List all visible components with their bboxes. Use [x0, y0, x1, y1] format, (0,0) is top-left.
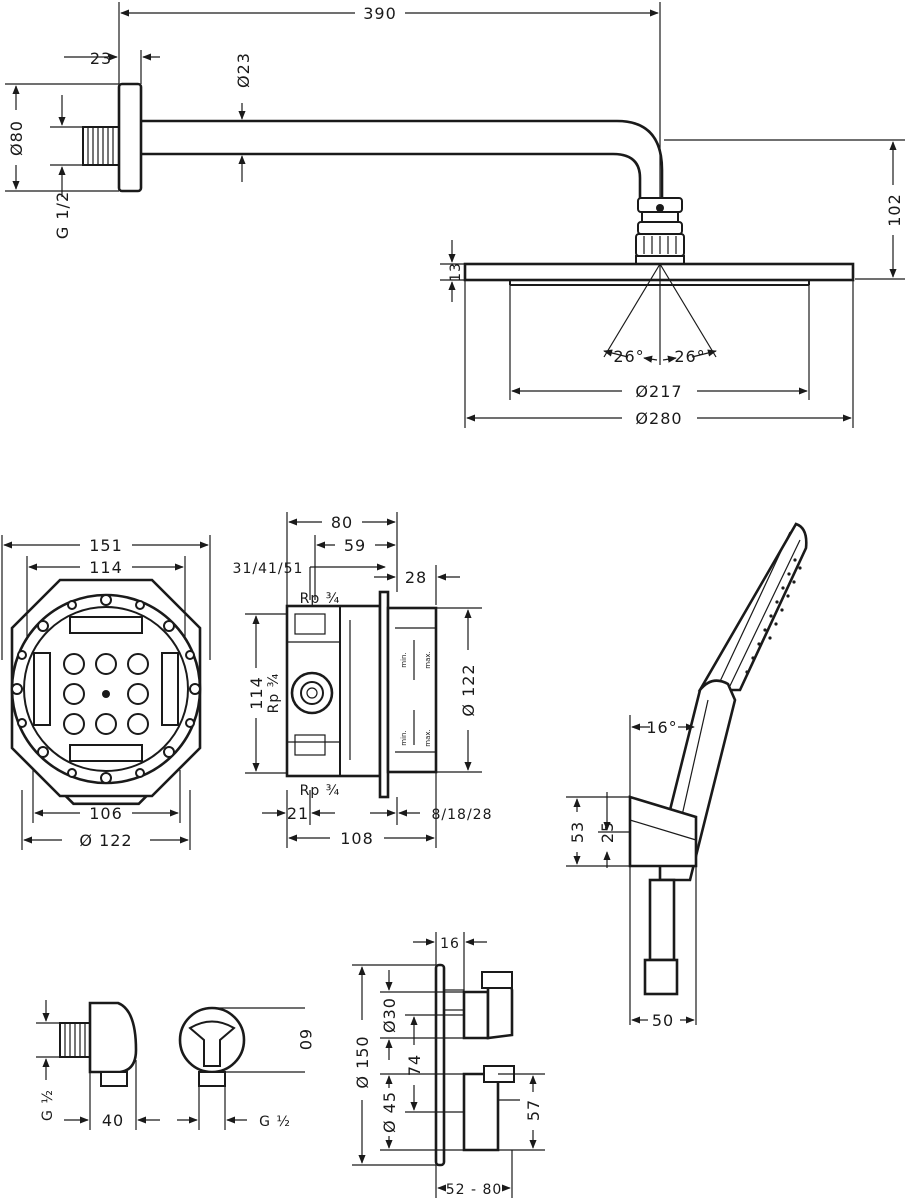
- label-min-top: min.: [400, 652, 408, 667]
- label-min-bottom: min.: [400, 730, 408, 745]
- overhead-shower-drawing: [82, 82, 855, 365]
- dim-flange-diameter: Ø80: [7, 120, 26, 156]
- ring-bolts: [11, 594, 201, 784]
- dim-spray-face-diameter: Ø217: [635, 382, 682, 401]
- dim-outlet-thread-right: G ½: [259, 1114, 291, 1130]
- dim-rear-offset: 21: [287, 804, 309, 823]
- label-port-side: Rp ¾: [266, 673, 282, 714]
- mounting-box-front-dimensions: 151 114 106 Ø 122: [1, 535, 211, 850]
- hand-shower-dimensions: 16° 53 25 50: [566, 715, 697, 1030]
- dim-head-thickness: 13: [448, 262, 464, 282]
- trim-plate: [434, 963, 446, 1167]
- dim-holder-width: 50: [652, 1011, 674, 1030]
- mounting-box-side-drawing: min. max. min. max.: [285, 590, 438, 799]
- dim-projection-range: 52 - 80: [446, 1182, 503, 1198]
- label-port-bottom: Rp ¾: [300, 783, 341, 799]
- dim-total-depth: 108: [340, 829, 374, 848]
- dim-connection-thread: G 1/2: [53, 191, 72, 239]
- hand-shower-drawing: [628, 522, 808, 996]
- dim-spray-angle-left: 26°: [613, 347, 644, 366]
- thermostat-trim-dimensions: 16 Ø 150 Ø30 74 Ø 45 57 52: [352, 932, 545, 1198]
- dim-knob-spacing: 74: [405, 1054, 424, 1076]
- thermostat-trim-drawing: [434, 963, 520, 1167]
- dim-spray-angle-right: 26°: [674, 347, 705, 366]
- mounting-box-side-dimensions: 80 59 31/41/51 28 Rp ¾ Rp ¾ Rp ¾ 114 Ø 1…: [233, 512, 493, 848]
- dim-trim-diameter: Ø 122: [459, 663, 478, 716]
- label-max-top: max.: [424, 651, 432, 668]
- dim-inner-width: 114: [89, 558, 123, 577]
- dim-arm-length: 390: [363, 4, 397, 23]
- label-port-top: Rp ¾: [300, 591, 341, 607]
- wall-outlet-drawing: [59, 1001, 246, 1087]
- dim-trim-depth: 28: [405, 568, 427, 587]
- hose-nut: [643, 958, 679, 996]
- dim-depth-overall: 80: [331, 513, 353, 532]
- dim-lower-knob-height: 57: [524, 1099, 543, 1121]
- dim-mount-diameter: Ø 122: [79, 831, 132, 850]
- dim-box-height: 114: [247, 676, 266, 710]
- box-side-trim: [386, 606, 438, 774]
- dim-handle-depth: 16: [440, 936, 460, 952]
- dim-outlet-thread-left: G ½: [40, 1089, 56, 1121]
- dim-base-width: 106: [89, 804, 123, 823]
- dim-flange-depth: 23: [90, 49, 112, 68]
- dim-plate-diameter: Ø 150: [353, 1035, 372, 1088]
- dim-outlet-height: 60: [296, 1029, 315, 1051]
- upper-knob: [462, 990, 490, 1040]
- shower-head-plate: [463, 262, 855, 282]
- mounting-box-front-drawing: [10, 578, 202, 806]
- lower-knob: [462, 1072, 500, 1152]
- hand-shower-head: [697, 522, 808, 692]
- dim-lower-knob-diameter: Ø 45: [380, 1091, 399, 1133]
- dim-upper-knob-diameter: Ø30: [380, 997, 399, 1033]
- dim-depth-variants: 31/41/51: [233, 561, 304, 577]
- shower-arm-inner: [141, 152, 642, 198]
- dim-head-diameter: Ø280: [635, 409, 682, 428]
- wall-outlet-dimensions: G ½ 40 G ½ 60: [36, 1000, 315, 1130]
- box-octagon-frame: [10, 578, 202, 798]
- overhead-shower-dimensions: 390 23 Ø23 Ø80 G 1/2 102 13: [5, 2, 905, 428]
- dim-holder-mid: 25: [598, 821, 617, 843]
- dim-trim-variants: 8/18/28: [432, 807, 493, 823]
- dim-depth-inner: 59: [344, 536, 366, 555]
- dim-overall-width: 151: [89, 536, 123, 555]
- dim-drop-height: 102: [885, 193, 904, 227]
- dim-tilt-angle: 16°: [646, 718, 677, 737]
- label-max-bottom: max.: [424, 729, 432, 746]
- dim-holder-height: 53: [568, 821, 587, 843]
- outlet-side-body: [88, 1001, 138, 1074]
- wall-flange: [117, 82, 143, 193]
- box-ring-inner: [23, 606, 189, 772]
- hose-section: [648, 878, 676, 962]
- dim-arm-diameter: Ø23: [234, 52, 253, 88]
- dim-outlet-depth: 40: [102, 1111, 124, 1130]
- shower-arm: [141, 119, 664, 198]
